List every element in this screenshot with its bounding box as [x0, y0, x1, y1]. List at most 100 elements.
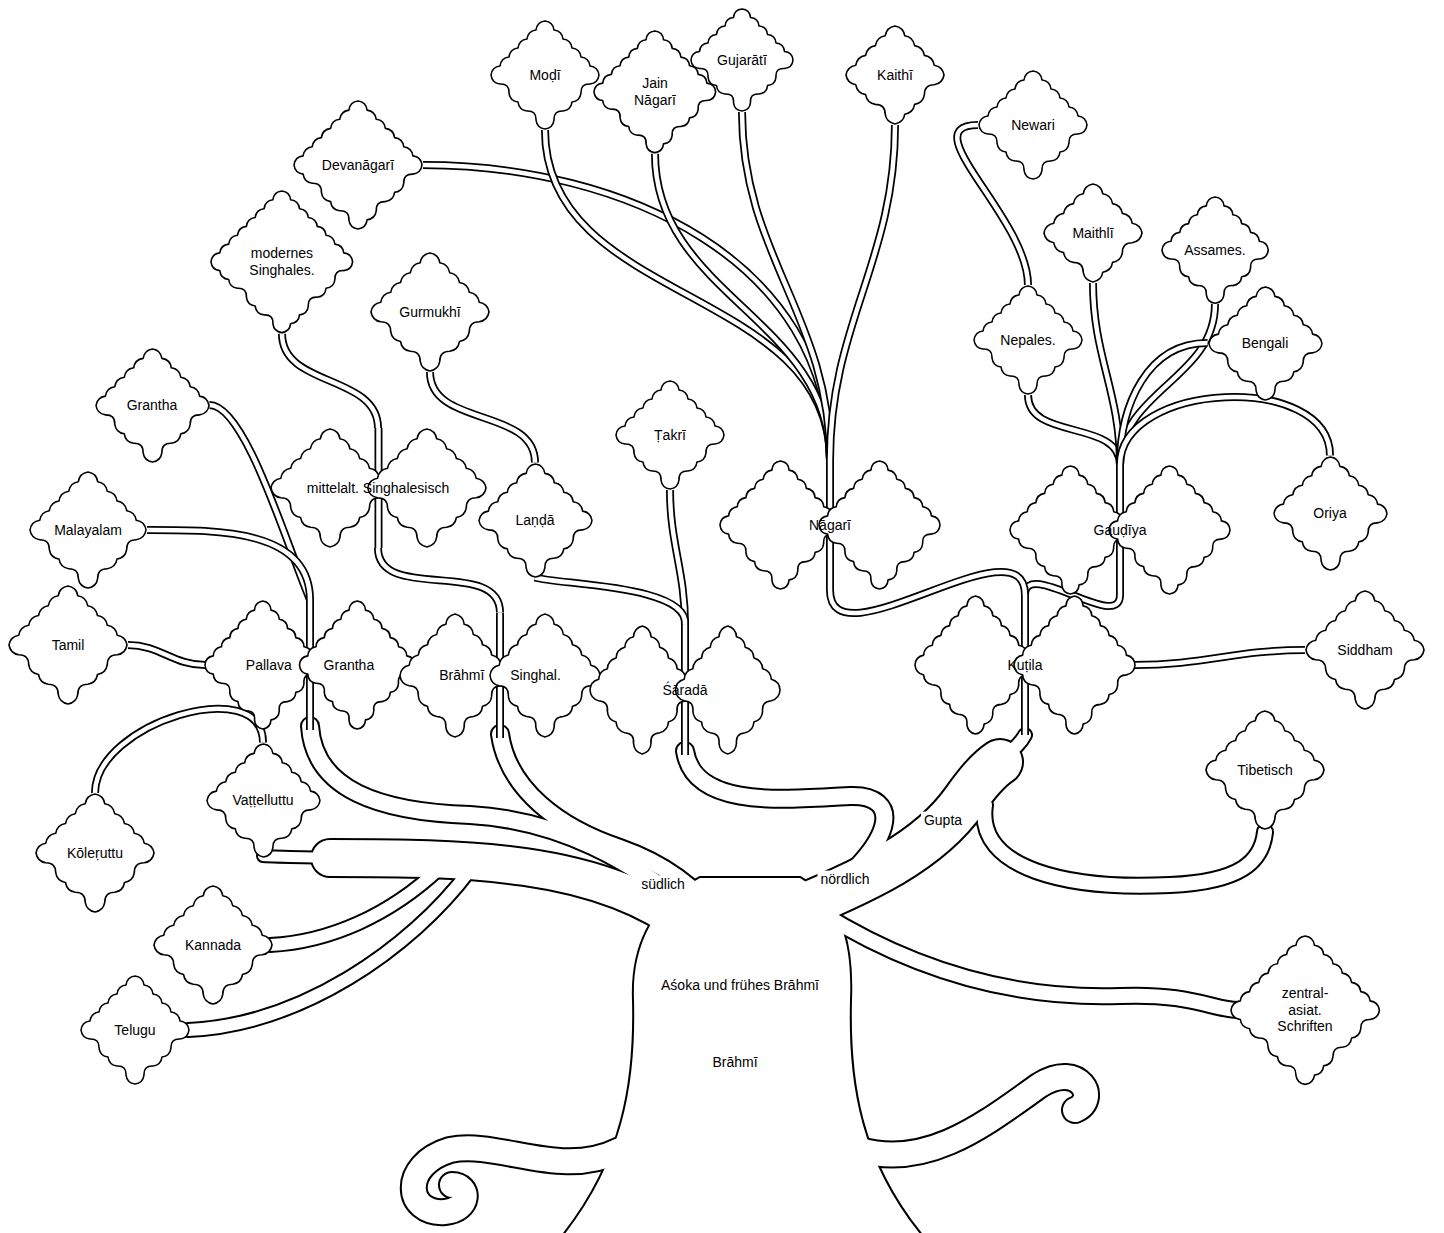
leaf-shape	[479, 464, 592, 577]
leaf-shape	[36, 794, 154, 912]
branch-connector	[1093, 283, 1120, 465]
script-name: Pallava Grantha	[246, 657, 374, 674]
limb-outline	[820, 912, 1238, 1010]
script-name: Gujarātī	[717, 52, 767, 69]
script-name: Tamil	[52, 637, 85, 654]
branch-connector	[830, 125, 895, 460]
script-leaf: Pallava Grantha	[205, 600, 415, 730]
branch-outline	[830, 125, 895, 460]
script-leaf: Assames.	[1161, 196, 1269, 304]
leaf-shape	[9, 586, 127, 704]
script-name: Maithlī	[1072, 225, 1113, 242]
branch-outline	[1120, 304, 1215, 465]
branch-connector	[378, 548, 500, 613]
script-leaf: Bengali	[1208, 286, 1323, 401]
script-leaf: Maithlī	[1043, 183, 1143, 283]
script-name: Devanāgarī	[322, 157, 394, 174]
script-leaf: modernes Singhales.	[210, 190, 354, 334]
leaf-shape	[979, 71, 1087, 179]
script-leaf: zentral-asiat. Schriften	[1230, 935, 1380, 1085]
branch-fill	[1093, 283, 1120, 465]
script-name: Kuṭila	[1007, 657, 1042, 674]
script-leaf: Devanāgarī	[293, 100, 423, 230]
leaf-stem	[496, 681, 504, 737]
leaf-stem	[498, 681, 503, 737]
leaf-shape	[154, 886, 272, 1004]
trunk-label: südlich	[638, 876, 688, 893]
script-name: Vaṭṭelluttu	[232, 792, 293, 809]
branch-connector	[535, 578, 685, 626]
branch-fill	[147, 530, 310, 600]
limb-outline	[984, 805, 1265, 886]
branch-connector	[1120, 397, 1330, 465]
script-leaf: Śāradā	[590, 625, 780, 755]
branch-fill	[1120, 304, 1215, 465]
branch-fill	[830, 572, 1025, 613]
branch-fill	[1135, 650, 1305, 665]
leaf-shape	[1231, 936, 1379, 1084]
trunk-label: Aśoka und frühes Brāhmī	[658, 977, 822, 994]
script-name: Oriya	[1313, 505, 1346, 522]
script-leaf: Malayalam	[29, 471, 147, 589]
leaf-stem	[681, 697, 689, 756]
script-leaf: Gujarātī	[690, 8, 794, 112]
script-name: Assames.	[1184, 242, 1245, 259]
branch-fill	[1028, 395, 1120, 465]
branch-connector	[128, 645, 205, 665]
script-leaf: Kaithī	[845, 25, 945, 125]
limb-fill	[263, 856, 340, 858]
leaf-shape	[371, 253, 489, 371]
leaf-shape	[96, 349, 209, 462]
branch-connector	[147, 530, 310, 600]
script-name: Nāgarī	[809, 517, 851, 534]
script-name: Moḍī	[529, 67, 560, 84]
leaf-shape	[974, 286, 1082, 394]
script-name: Gauḍīya	[1094, 522, 1147, 539]
script-leaf: Gauḍīya	[1010, 465, 1230, 595]
script-name: Telugu	[114, 1022, 155, 1039]
trunk-label: Brāhmī	[709, 1054, 760, 1071]
limb-fill	[984, 805, 1265, 886]
script-name: modernes Singhales.	[242, 245, 322, 279]
branch-outline	[1093, 283, 1120, 465]
script-name: Laṇḍā	[516, 512, 555, 529]
script-leaf: Laṇḍā	[478, 463, 593, 578]
branch-outline	[1120, 397, 1330, 465]
leaf-shape	[1206, 711, 1324, 829]
leaf-shape	[691, 9, 793, 111]
script-name: zentral-asiat. Schriften	[1270, 985, 1340, 1035]
script-name: Gurmukhī	[399, 304, 460, 321]
branch-fill	[742, 112, 830, 460]
leaf-shape	[30, 472, 146, 588]
branch-outline	[1135, 650, 1305, 665]
script-name: Malayalam	[54, 522, 122, 539]
leaf-shape	[594, 31, 716, 153]
script-leaf: Tibetisch	[1205, 710, 1325, 830]
script-leaf: Tamil	[8, 585, 128, 705]
script-name: Śāradā	[662, 682, 707, 699]
script-leaf: Moḍī	[490, 20, 600, 130]
branch-outline	[1028, 395, 1120, 465]
branch-fill	[1120, 397, 1330, 465]
script-name: Grantha	[127, 397, 178, 414]
script-leaf: Ṭakrī	[615, 380, 725, 490]
leaf-shape	[1209, 287, 1322, 400]
leaf-stem	[683, 697, 688, 756]
script-leaf: mittelalt. Singhalesisch	[271, 428, 486, 548]
leaf-shape	[1162, 197, 1268, 303]
branch-outline	[535, 578, 685, 626]
limb-fill	[820, 912, 1238, 1010]
branch-connector	[742, 112, 830, 460]
script-name: mittelalt. Singhalesisch	[307, 480, 449, 497]
leaf-shape	[81, 976, 189, 1084]
leaf-shape	[1044, 184, 1142, 282]
branch-connector	[1028, 395, 1120, 465]
limb-fill	[995, 735, 1025, 766]
branch-fill	[282, 334, 378, 428]
script-leaf: Nāgarī	[720, 460, 940, 590]
script-leaf: Jain Nāgarī	[593, 30, 717, 154]
